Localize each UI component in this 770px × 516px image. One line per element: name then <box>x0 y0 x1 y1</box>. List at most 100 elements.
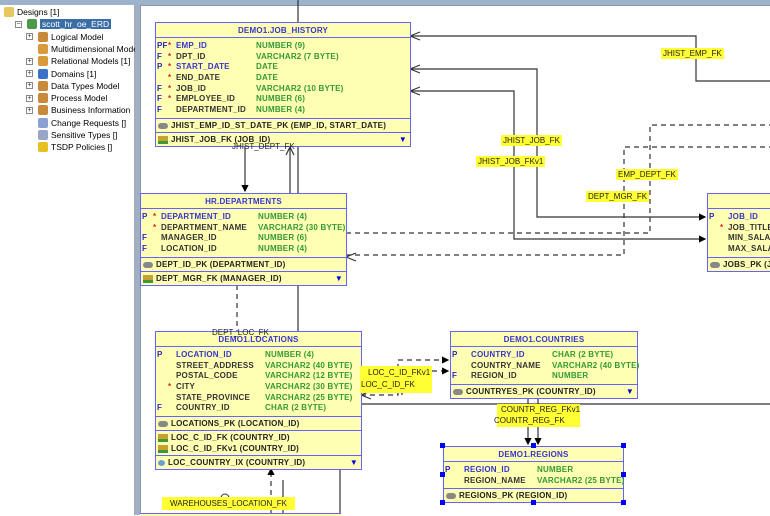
key-entry[interactable]: LOC_COUNTRY_IX (COUNTRY_ID) <box>158 457 361 468</box>
tree-item[interactable]: −scott_hr_oe_ERD <box>15 19 112 30</box>
selection-handle[interactable] <box>530 500 536 505</box>
expand-icon[interactable]: + <box>26 106 33 114</box>
column-row[interactable]: F MANAGER_ID NUMBER (6) <box>141 233 346 244</box>
column-row[interactable]: COUNTRY_NAME VARCHAR2 (40 BYTE) <box>451 361 639 372</box>
selection-handle[interactable] <box>440 471 445 477</box>
column-row[interactable]: P * START_DATE DATE <box>156 62 410 73</box>
tree-item-label: Domains [1] <box>51 68 97 79</box>
selection-handle[interactable] <box>621 471 626 477</box>
expand-icon[interactable]: + <box>26 94 33 102</box>
tree-item[interactable]: Change Requests [] <box>26 117 126 128</box>
key-label: LOCATIONS_PK (LOCATION_ID) <box>171 419 300 429</box>
relation-label-loc-c-id-fkv1[interactable]: LOC_C_ID_FKv1 <box>368 368 431 377</box>
column-row[interactable]: F COUNTRY_ID CHAR (2 BYTE) <box>156 403 361 414</box>
tree-item[interactable]: + Domains [1] <box>26 68 97 79</box>
column-row[interactable]: * CITY VARCHAR2 (30 BYTE) <box>156 382 361 393</box>
tree-item[interactable]: + Data Types Model <box>26 80 120 91</box>
model-icon <box>38 80 48 91</box>
column-row[interactable]: F * EMPLOYEE_ID NUMBER (6) <box>156 94 410 105</box>
key-entry[interactable]: JHIST_EMP_ID_ST_DATE_PK (EMP_ID, START_D… <box>158 120 410 131</box>
tree-item[interactable]: Sensitive Types [] <box>26 130 117 140</box>
key-entry[interactable]: DEPT_MGR_FK (MANAGER_ID) <box>143 273 346 284</box>
key-entry[interactable]: JOBS_PK (JOB_ID) <box>710 259 770 270</box>
column-row[interactable]: * JOB_TITLE <box>708 223 770 234</box>
key-entry[interactable]: LOC_C_ID_FK (COUNTRY_ID) <box>158 432 361 443</box>
key-flag: F <box>142 244 148 254</box>
column-row[interactable]: PF * EMP_ID NUMBER (9) <box>156 41 410 52</box>
tree-item[interactable]: TSDP Policies [] <box>26 142 112 153</box>
relation-label-emp-dept-fk[interactable]: EMP_DEPT_FK <box>616 169 678 180</box>
table-job-history[interactable]: DEMO1.JOB_HISTORY PF * EMP_ID NUMBER (9)… <box>155 22 411 147</box>
tree-item[interactable]: + Relational Models [1] <box>26 56 131 67</box>
relation-label-loc-c-id-fk[interactable]: LOC_C_ID_FK <box>361 380 415 389</box>
column-row[interactable]: MIN_SALARY <box>708 233 770 244</box>
key-entry[interactable]: DEPT_ID_PK (DEPARTMENT_ID) <box>143 259 346 270</box>
selection-handle[interactable] <box>621 443 626 448</box>
relation-label-countr-reg-fk[interactable]: COUNTR_REG_FK <box>494 416 565 425</box>
foreign-key-icon <box>158 434 168 443</box>
column-row[interactable]: P REGION_ID NUMBER <box>444 465 623 476</box>
column-row[interactable]: F * DPT_ID VARCHAR2 (7 BYTE) <box>156 52 410 63</box>
relation-label-dept-mgr-fk[interactable]: DEPT_MGR_FK <box>586 191 650 202</box>
key-entry[interactable]: LOCATIONS_PK (LOCATION_ID) <box>158 418 361 429</box>
mandatory-flag: * <box>720 222 724 232</box>
table-regions[interactable]: DEMO1.REGIONS P REGION_ID NUMBER REGION_… <box>443 446 624 504</box>
expand-icon[interactable]: + <box>26 33 33 41</box>
tree-item[interactable]: +Logical Model <box>26 31 103 42</box>
column-row[interactable]: F REGION_ID NUMBER <box>451 371 637 382</box>
selection-handle[interactable] <box>621 500 626 505</box>
key-entry[interactable]: REGIONS_PK (REGION_ID) <box>446 490 623 501</box>
column-row[interactable]: P LOCATION_ID NUMBER (4) <box>156 350 361 361</box>
relation-label-jhist-emp-fk[interactable]: JHIST_EMP_FK <box>661 48 724 59</box>
column-row[interactable]: STREET_ADDRESS VARCHAR2 (40 BYTE) <box>156 361 361 372</box>
expand-down-icon[interactable]: ▼ <box>349 458 358 468</box>
relation-label-jhist-job-fk[interactable]: JHIST_JOB_FK <box>501 135 562 146</box>
expand-down-icon[interactable]: ▼ <box>625 387 634 397</box>
relation-label-jhist-dept-fk[interactable]: JHIST_DEPT_FK <box>232 142 295 151</box>
selection-handle[interactable] <box>530 443 536 448</box>
table-jobs[interactable]: P JOB_ID * JOB_TITLE MIN_SALARY MAX_SALA… <box>707 193 770 272</box>
column-row[interactable]: POSTAL_CODE VARCHAR2 (12 BYTE) <box>156 371 361 382</box>
column-name: REGION_ID <box>471 371 517 381</box>
table-countries[interactable]: DEMO1.COUNTRIES P COUNTRY_ID CHAR (2 BYT… <box>450 331 639 400</box>
column-type: VARCHAR2 (30 BYTE) <box>258 222 346 232</box>
tree-item-label: Relational Models [1] <box>51 56 131 67</box>
expand-icon[interactable]: + <box>26 57 33 65</box>
tree-item[interactable]: +Business Information <box>26 105 130 116</box>
selection-handle[interactable] <box>440 443 445 448</box>
tree-item[interactable]: +Process Model <box>26 93 107 104</box>
selection-handle[interactable] <box>440 500 445 505</box>
column-row[interactable]: * DEPARTMENT_NAME VARCHAR2 (30 BYTE) <box>141 223 346 234</box>
splitter[interactable] <box>135 5 140 515</box>
key-section: LOC_COUNTRY_IX (COUNTRY_ID)▼ <box>156 456 361 469</box>
expand-down-icon[interactable]: ▼ <box>398 134 407 144</box>
column-row[interactable]: F * JOB_ID VARCHAR2 (10 BYTE) <box>156 84 410 95</box>
column-row[interactable]: MAX_SALARY <box>708 244 770 255</box>
column-row[interactable]: REGION_NAME VARCHAR2 (25 BYTE) <box>444 476 624 487</box>
expand-icon[interactable]: + <box>26 82 33 90</box>
expand-icon[interactable]: − <box>15 20 22 28</box>
table-locations[interactable]: DEMO1.LOCATIONS P LOCATION_ID NUMBER (4)… <box>155 331 362 471</box>
relation-label-dept-loc-fk[interactable]: DEPT_LOC_FK <box>212 328 269 337</box>
tree-item-label: Data Types Model <box>51 80 120 91</box>
tree-item[interactable]: Designs [1] <box>4 7 60 17</box>
expand-down-icon[interactable]: ▼ <box>334 273 343 283</box>
relation-label-warehouses-location-fk[interactable]: WAREHOUSES_LOCATION_FK <box>162 497 295 510</box>
column-row[interactable]: P COUNTRY_ID CHAR (2 BYTE) <box>451 350 637 361</box>
domains-icon <box>38 68 48 79</box>
key-entry[interactable]: JHIST_JOB_FK (JOB_ID) <box>158 134 410 145</box>
table-departments[interactable]: HR.DEPARTMENTS P * DEPARTMENT_ID NUMBER … <box>140 193 347 286</box>
relation-label-countr-reg-fkv1[interactable]: COUNTR_REG_FKv1 <box>501 405 581 414</box>
expand-icon[interactable]: + <box>26 70 33 77</box>
column-row[interactable]: F LOCATION_ID NUMBER (4) <box>141 244 346 255</box>
sensitive-types-icon <box>38 130 48 140</box>
key-entry[interactable]: LOC_C_ID_FKv1 (COUNTRY_ID) <box>158 443 361 454</box>
key-entry[interactable]: COUNTRYES_PK (COUNTRY_ID) <box>453 386 637 397</box>
column-row[interactable]: * END_DATE DATE <box>156 73 410 84</box>
relation-label-jhist-job-fkv1[interactable]: JHIST_JOB_FKv1 <box>476 156 546 167</box>
column-row[interactable]: P JOB_ID <box>708 212 770 223</box>
column-row[interactable]: P * DEPARTMENT_ID NUMBER (4) <box>141 212 346 223</box>
column-row[interactable]: STATE_PROVINCE VARCHAR2 (25 BYTE) <box>156 393 361 404</box>
tree-item[interactable]: Multidimensional Model <box>26 43 140 54</box>
column-row[interactable]: F DEPARTMENT_ID NUMBER (4) <box>156 105 410 116</box>
